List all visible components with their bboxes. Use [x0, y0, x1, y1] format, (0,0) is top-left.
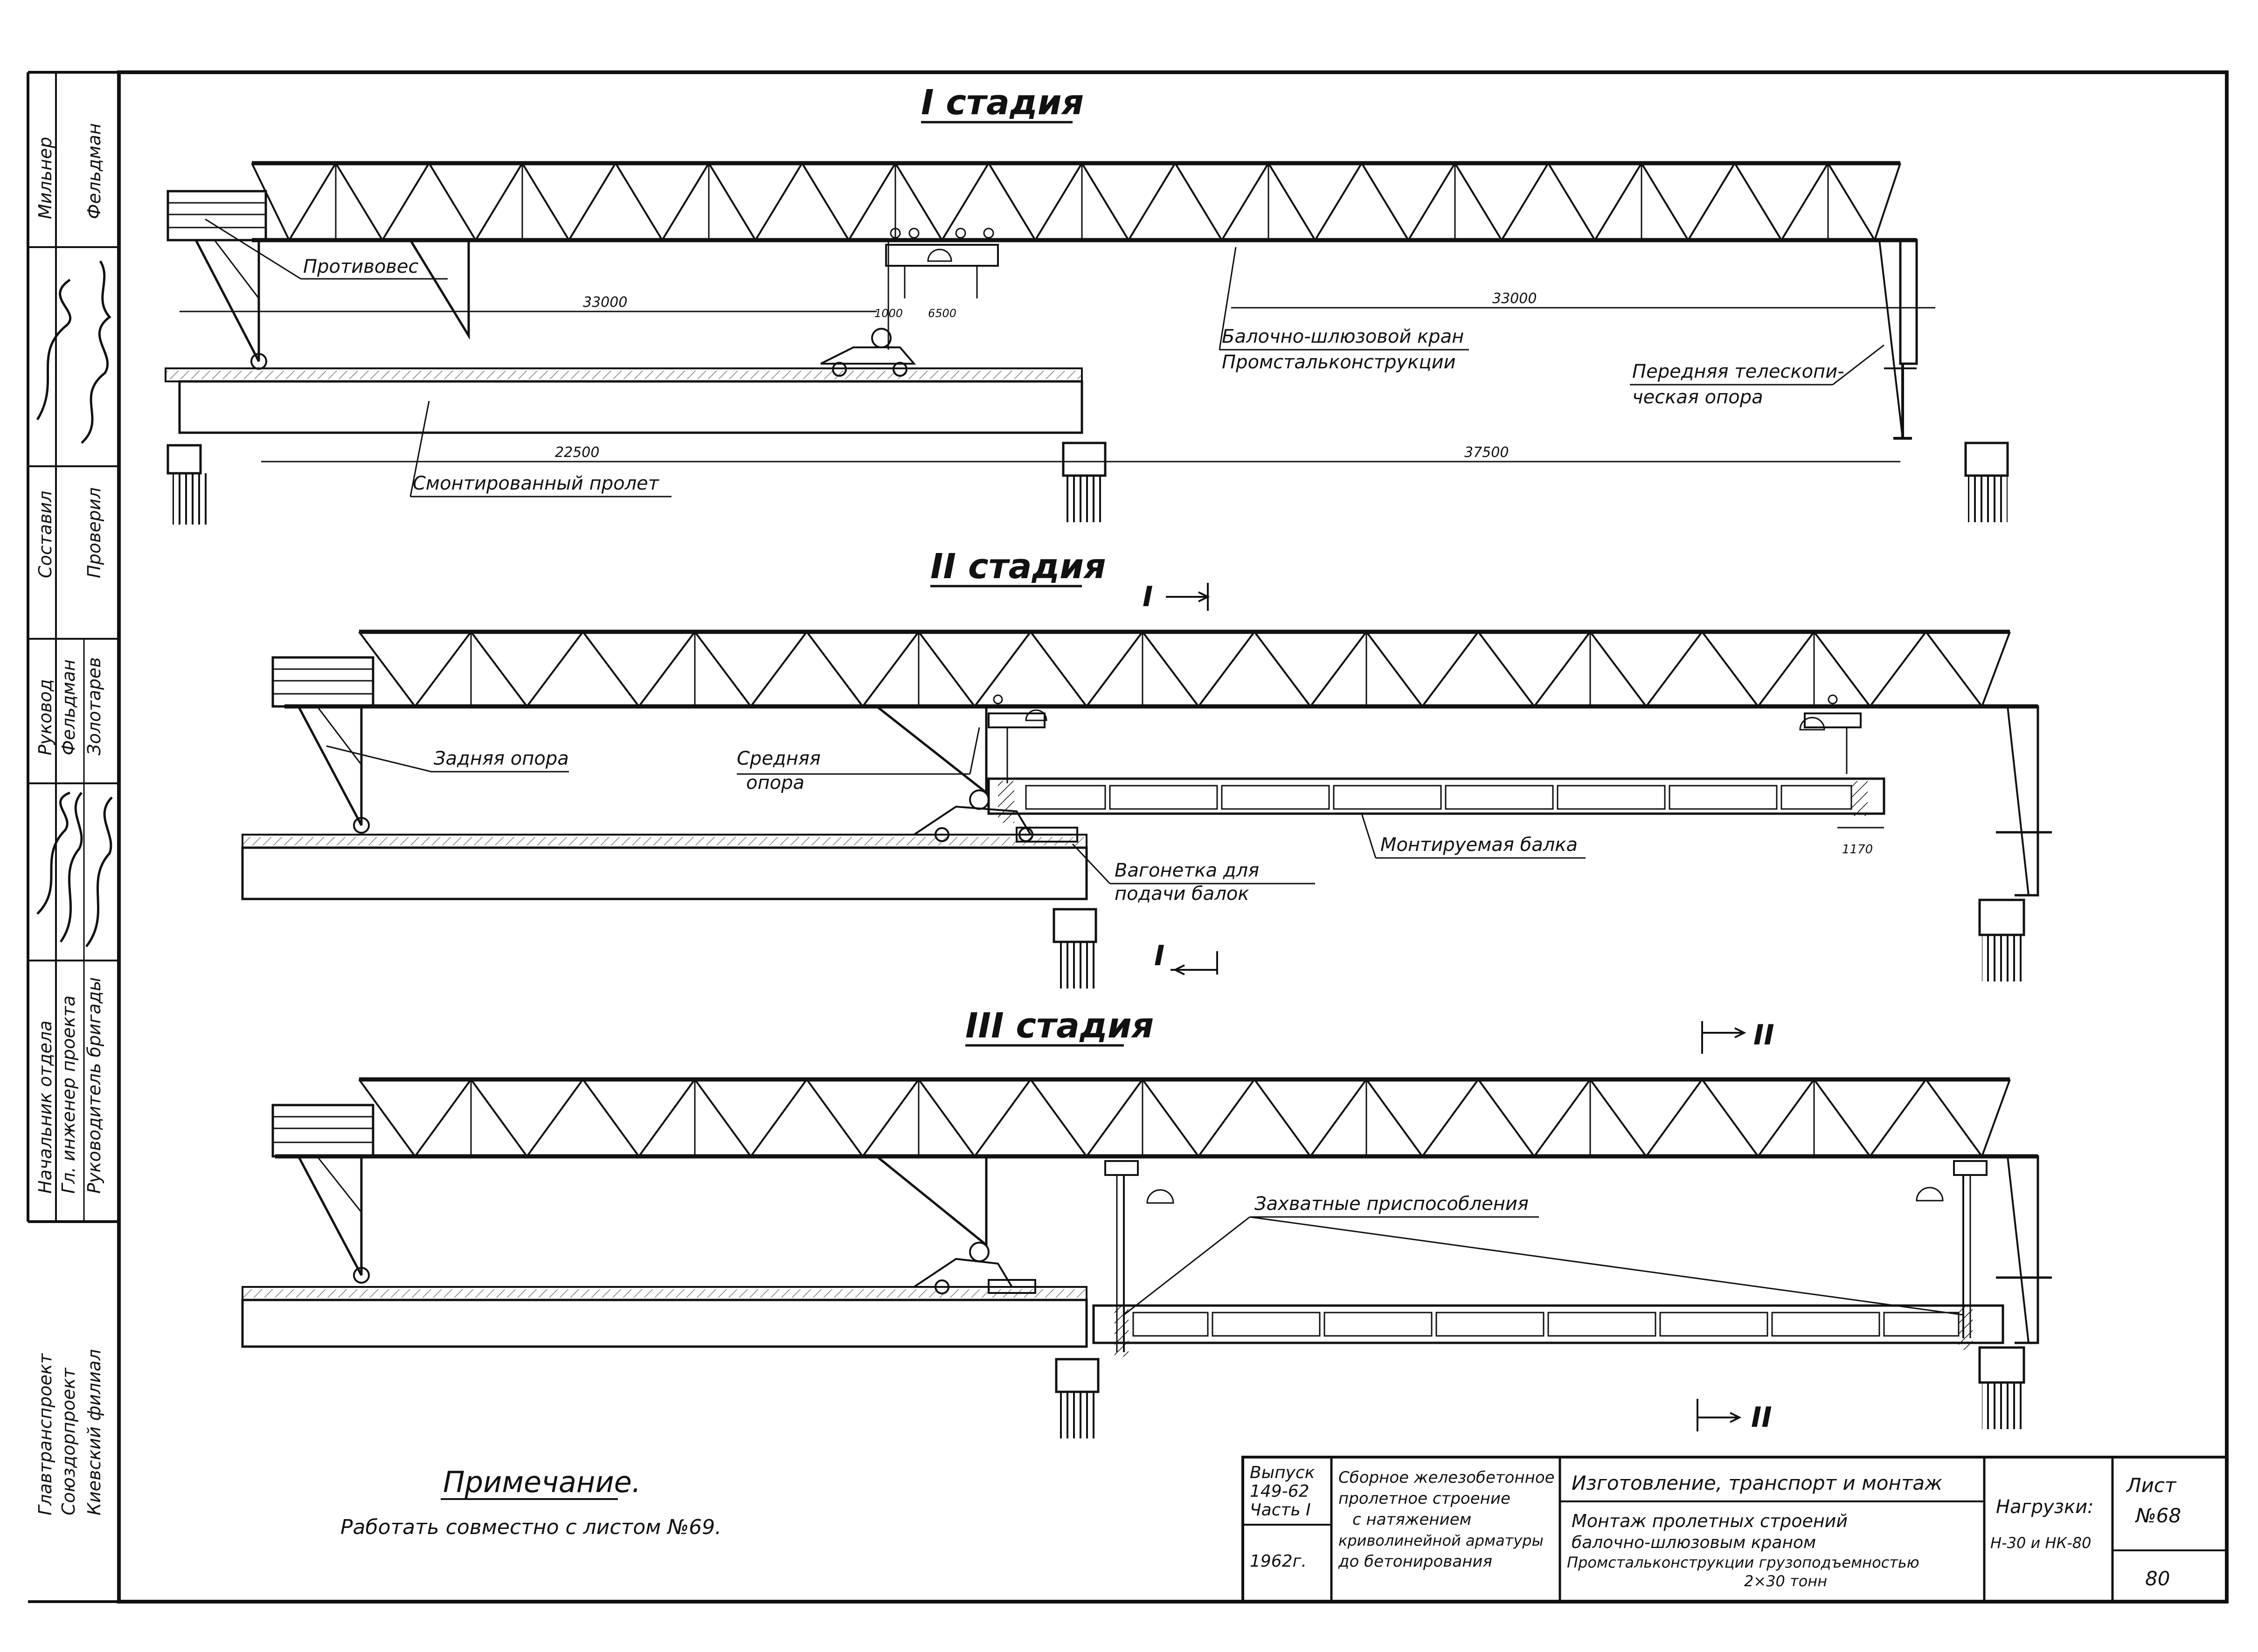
label-cart-1: Вагонетка для — [1115, 860, 1259, 881]
label-mounted-span: Смонтированный пролет — [413, 473, 660, 494]
label-middle-support-1: Средняя — [737, 748, 821, 769]
stage-2-title: II стадия — [930, 546, 1106, 587]
dim-1170: 1170 — [1842, 843, 1873, 857]
stamp-col2-2: Фельдман — [58, 659, 79, 755]
stage-3: III стадия II — [241, 1006, 2052, 1438]
label-rear-support: Задняя опора — [434, 748, 569, 769]
stamp-org-2: Киевский филиал — [84, 1349, 104, 1515]
tb-sheet-title-0: Монтаж пролетных строений — [1572, 1511, 1848, 1531]
note-text: Работать совместно с листом №69. — [340, 1515, 721, 1539]
tb-sheet-no: №68 — [2135, 1504, 2181, 1527]
title-block: Выпуск 149-62 Часть I 1962г. Сборное жел… — [1241, 1456, 2228, 1603]
stamp-col1-4: Гл. инженер проекта — [58, 995, 79, 1194]
stamp-col2-0: Фельдман — [84, 123, 104, 219]
dim-6500: 6500 — [928, 307, 956, 320]
tb-sheet-title-1: балочно-шлюзовым краном — [1572, 1533, 1816, 1552]
section-I-bottom: I — [1154, 940, 1164, 972]
stage-1: I стадия — [165, 83, 2009, 525]
tb-section-title: Изготовление, транспорт и монтаж — [1572, 1472, 1942, 1494]
stamp-org-1: Союздорпроект — [58, 1367, 79, 1515]
tb-sheet-title-3: 2×30 тонн — [1744, 1572, 1827, 1590]
stamp-col2-1: Проверил — [84, 487, 104, 578]
label-front-support-1: Передняя телескопи- — [1632, 361, 1844, 382]
label-front-support-2: ческая опора — [1632, 387, 1763, 408]
stamp-col1-1: Составил — [35, 491, 55, 578]
dim-37500: 37500 — [1464, 444, 1509, 461]
tb-structure-4: до бетонирования — [1338, 1552, 1492, 1571]
stamp-col1-0: Мильнер — [35, 137, 55, 219]
dim-33000-right: 33000 — [1492, 290, 1537, 307]
tb-sheet-title-2: Промстальконструкции грузоподъемностью — [1567, 1554, 1919, 1571]
section-II-bottom: II — [1751, 1401, 1772, 1434]
note-heading: Примечание. — [443, 1465, 641, 1499]
side-stamp: Мильнер Составил Руковод Начальник отдел… — [35, 123, 104, 1515]
label-mounted-beam: Монтируемая балка — [1380, 834, 1578, 856]
tb-structure-3: криволинейной арматуры — [1338, 1532, 1544, 1549]
outer-frame — [117, 70, 2229, 1604]
dim-22500: 22500 — [555, 444, 599, 461]
tb-year: 1962г. — [1250, 1552, 1307, 1571]
label-counterweight: Противовес — [303, 256, 418, 277]
dim-33000-left: 33000 — [583, 294, 627, 311]
stage-2: II стадия I — [241, 546, 2052, 988]
stamp-col1-3: Начальник отдела — [35, 1021, 55, 1194]
label-cart-2: подачи балок — [1115, 883, 1249, 905]
tb-part: Часть I — [1250, 1500, 1311, 1520]
tb-structure-2: с натяжением — [1352, 1510, 1471, 1529]
stamp-col1-2: Руковод — [35, 679, 55, 755]
stage-3-title: III стадия — [965, 1006, 1154, 1046]
section-I-top: I — [1143, 581, 1153, 613]
signatures — [36, 260, 113, 947]
stage-1-title: I стадия — [921, 83, 1084, 123]
tb-loads-label: Нагрузки: — [1996, 1496, 2094, 1518]
tb-issue-2: 149-62 — [1250, 1482, 1309, 1501]
label-middle-support-2: опора — [746, 772, 804, 794]
tb-loads-value: Н-30 и НК-80 — [1990, 1534, 2092, 1552]
tb-issue-1: Выпуск — [1250, 1463, 1315, 1482]
dim-1000: 1000 — [874, 307, 903, 320]
label-grip-devices: Захватные приспособления — [1254, 1193, 1529, 1215]
stamp-col2-3: Золотарев — [84, 657, 104, 755]
label-crane-2: Промстальконструкции — [1222, 352, 1456, 373]
stamp-col1-5: Руководитель бригады — [84, 977, 104, 1194]
tb-page-no: 80 — [2145, 1567, 2170, 1590]
section-II-top: II — [1753, 1019, 1774, 1051]
stamp-org-0: Главтранспроект — [35, 1353, 55, 1515]
label-crane-1: Балочно-шлюзовой кран — [1222, 326, 1464, 347]
tb-structure-0: Сборное железобетонное — [1338, 1468, 1555, 1487]
note: Примечание. Работать совместно с листом … — [340, 1465, 721, 1539]
tb-sheet-label: Лист — [2126, 1474, 2177, 1497]
tb-structure-1: пролетное строение — [1338, 1489, 1510, 1508]
